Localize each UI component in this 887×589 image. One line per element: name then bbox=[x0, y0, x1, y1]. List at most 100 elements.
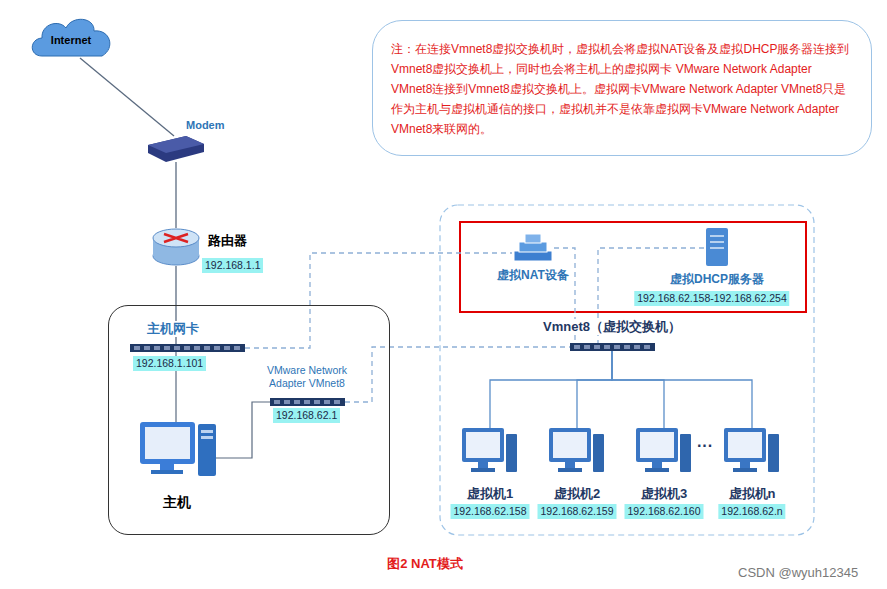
bar-body bbox=[270, 398, 345, 406]
vm-monitor bbox=[549, 428, 591, 462]
dhcp-icon bbox=[704, 228, 730, 266]
bar-port bbox=[204, 346, 210, 350]
vm-stand bbox=[478, 462, 488, 468]
bar-port bbox=[214, 346, 220, 350]
vm-screen bbox=[553, 432, 587, 458]
bar-port bbox=[574, 345, 580, 349]
modem-icon bbox=[148, 136, 204, 162]
vm-icon bbox=[724, 428, 780, 474]
router-icon: 路由器192.168.1.1 bbox=[152, 228, 200, 266]
bar-port bbox=[164, 346, 170, 350]
server-slot bbox=[710, 241, 724, 243]
connector bbox=[612, 351, 664, 428]
bar-body bbox=[570, 343, 655, 351]
vm-tower bbox=[680, 434, 691, 472]
bar-port bbox=[604, 345, 610, 349]
ip-address: 192.168.62.160 bbox=[625, 504, 704, 519]
vm-name: 虚拟机n bbox=[729, 486, 776, 502]
server-slot bbox=[710, 247, 724, 249]
connector bbox=[175, 162, 176, 228]
modem-top bbox=[148, 136, 204, 153]
device-label: Modem bbox=[186, 119, 225, 132]
bar-port bbox=[334, 400, 340, 404]
nic-bar: VMware Network Adapter VMnet8192.168.62.… bbox=[270, 398, 345, 406]
ip-address: 192.168.62.n bbox=[718, 504, 785, 519]
watermark: CSDN @wyuh12345 bbox=[738, 565, 858, 581]
bar-port bbox=[134, 346, 140, 350]
internet-cloud: Internet bbox=[28, 14, 114, 58]
bar-port bbox=[154, 346, 160, 350]
bar-port bbox=[314, 400, 320, 404]
virtual-machine: 虚拟机2192.168.62.159 bbox=[549, 428, 605, 474]
bar-port bbox=[624, 345, 630, 349]
nat-icon bbox=[512, 234, 554, 262]
router-arrows bbox=[164, 234, 188, 242]
switch-label: Vmnet8（虚拟交换机） bbox=[541, 319, 683, 335]
vm-stand bbox=[740, 462, 750, 468]
vm-icon bbox=[549, 428, 605, 474]
note-text: 注：在连接Vmnet8虚拟交换机时，虚拟机会将虚拟NAT设备及虚拟DHCP服务器… bbox=[391, 39, 853, 139]
device-label: 路由器 bbox=[208, 233, 247, 249]
connector bbox=[245, 253, 512, 348]
bar-port bbox=[224, 346, 230, 350]
virtual-switch: Vmnet8（虚拟交换机） bbox=[570, 343, 655, 351]
bar-port bbox=[184, 346, 190, 350]
host-wire bbox=[216, 402, 270, 458]
virtual-region bbox=[440, 205, 814, 535]
bar-port bbox=[614, 345, 620, 349]
bar-port bbox=[284, 400, 290, 404]
vm-monitor bbox=[462, 428, 504, 462]
bar-port bbox=[194, 346, 200, 350]
figure-caption: 图2 NAT模式 bbox=[387, 556, 463, 572]
bar-port bbox=[294, 400, 300, 404]
bar-port bbox=[234, 346, 240, 350]
nic-label: VMware Network Adapter VMnet8 bbox=[259, 364, 355, 389]
vm-icon bbox=[462, 428, 518, 474]
bar-port bbox=[584, 345, 590, 349]
host-computer bbox=[140, 422, 216, 476]
bar-port bbox=[644, 345, 650, 349]
vm-icon bbox=[636, 428, 692, 474]
nic-bar: 主机网卡192.168.1.101 bbox=[130, 344, 245, 352]
vm-screen bbox=[640, 432, 674, 458]
ip-address: 192.168.1.101 bbox=[133, 356, 206, 371]
bar-icon bbox=[570, 343, 655, 351]
host-label: 主机 bbox=[163, 494, 191, 511]
vm-base bbox=[645, 468, 669, 472]
bar-port bbox=[274, 400, 280, 404]
bar-body bbox=[130, 344, 245, 352]
vm-screen bbox=[466, 432, 500, 458]
bar-port bbox=[144, 346, 150, 350]
modem-body bbox=[148, 136, 204, 162]
bar-icon bbox=[270, 398, 345, 406]
nic-label: 主机网卡 bbox=[145, 321, 201, 337]
modem-icon: Modem bbox=[148, 136, 204, 162]
vm-tower bbox=[506, 434, 517, 472]
bar-port bbox=[324, 400, 330, 404]
device-label: 虚拟NAT设备 bbox=[497, 268, 569, 282]
connector bbox=[577, 351, 612, 428]
connector bbox=[612, 351, 752, 428]
connector bbox=[345, 347, 570, 402]
connector bbox=[490, 351, 612, 428]
ip-address: 192.168.62.159 bbox=[538, 504, 617, 519]
vm-screen bbox=[728, 432, 762, 458]
ip-address: 192.168.1.1 bbox=[202, 258, 263, 273]
cloud-shape bbox=[32, 19, 110, 56]
bar-port bbox=[594, 345, 600, 349]
ip-range: 192.168.62.158-192.168.62.254 bbox=[634, 291, 789, 306]
vm-tower bbox=[768, 434, 779, 472]
vm-base bbox=[471, 468, 495, 472]
vm-name: 虚拟机3 bbox=[641, 486, 687, 502]
cloud-label: Internet bbox=[51, 34, 91, 47]
virtual-machine: 虚拟机n192.168.62.n bbox=[724, 428, 780, 474]
vm-name: 虚拟机1 bbox=[467, 486, 513, 502]
bar-port bbox=[304, 400, 310, 404]
server-slot bbox=[710, 235, 724, 237]
ip-address: 192.168.62.158 bbox=[451, 504, 530, 519]
virtual-machine: 虚拟机1192.168.62.158 bbox=[462, 428, 518, 474]
vm-monitor bbox=[724, 428, 766, 462]
router-top bbox=[153, 229, 199, 247]
highlight-box bbox=[460, 222, 806, 312]
